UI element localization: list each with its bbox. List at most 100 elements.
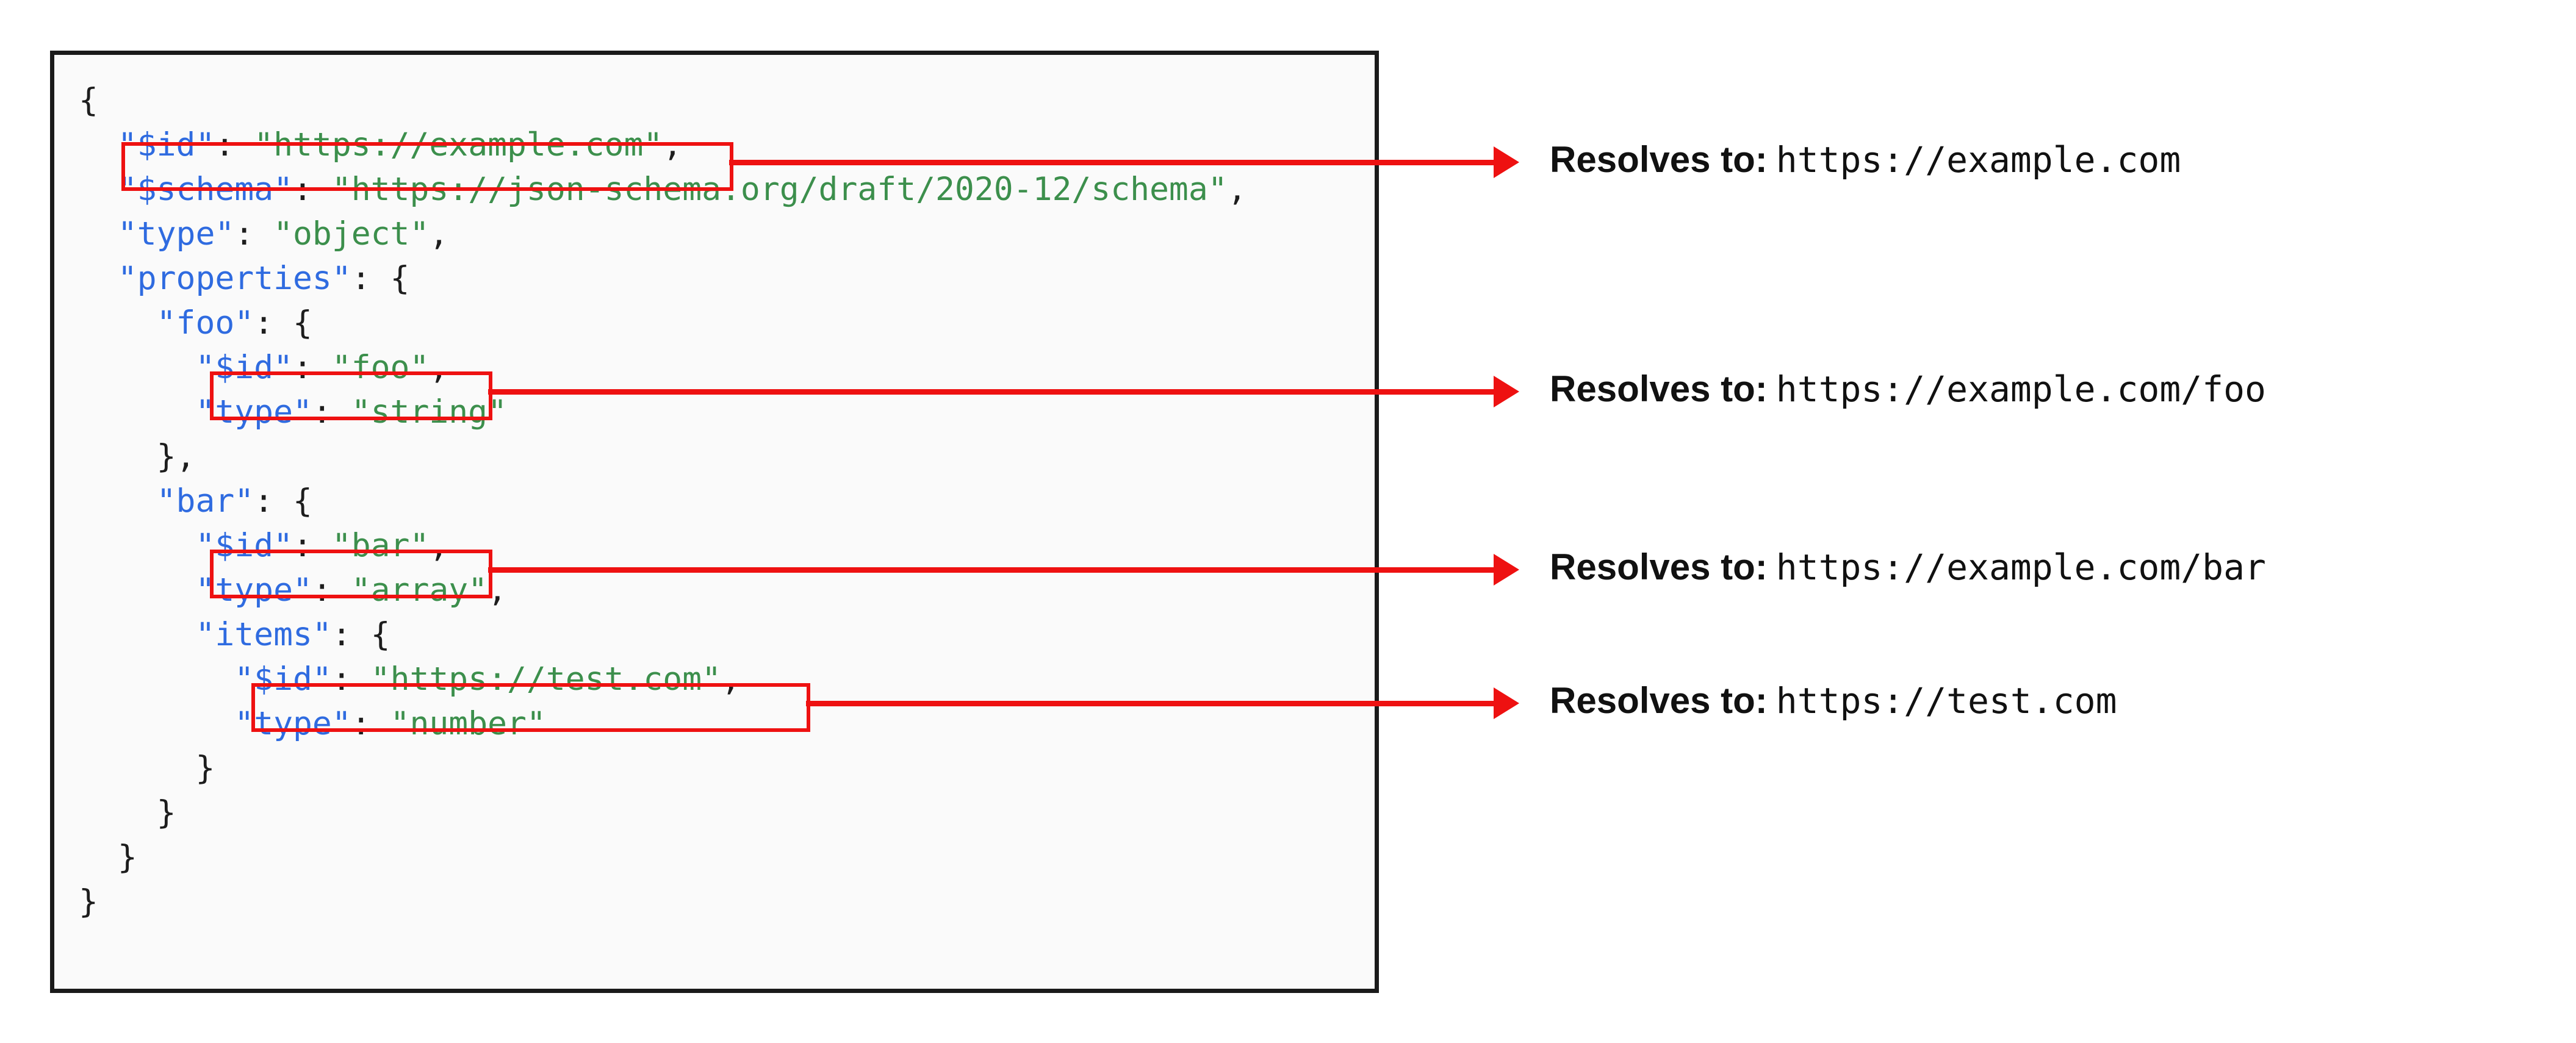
code-token-pun <box>79 171 118 208</box>
code-token-key: "$schema" <box>117 171 293 208</box>
code-token-str: "https://example.com" <box>254 126 663 163</box>
code-token-pun <box>79 126 118 163</box>
code-token-pun: : <box>331 661 371 698</box>
code-token-key: "$id" <box>234 661 332 698</box>
code-line: "type": "number" <box>79 701 1247 746</box>
code-token-pun: } <box>79 794 176 831</box>
code-token-pun: , <box>487 572 508 609</box>
code-token-key: "items" <box>195 616 332 653</box>
resolved-uri-value: https://example.com <box>1775 139 2181 181</box>
code-line: "foo": { <box>79 301 1247 345</box>
code-token-pun: : { <box>254 304 312 342</box>
code-token-pun: }, <box>79 438 196 475</box>
code-token-str: "https://test.com" <box>370 661 722 698</box>
code-token-pun: , <box>721 661 741 698</box>
code-line: } <box>79 790 1247 835</box>
code-token-pun <box>79 527 195 564</box>
arrow-items-head <box>1494 687 1519 719</box>
code-token-pun: { <box>79 82 98 119</box>
code-token-pun: : <box>312 572 351 609</box>
code-line: "type": "string" <box>79 390 1247 434</box>
arrow-root-head <box>1494 146 1519 178</box>
code-line: "$id": "bar", <box>79 523 1247 568</box>
code-token-key: "foo" <box>156 304 254 342</box>
code-line: } <box>79 746 1247 790</box>
code-token-key: "$id" <box>195 349 293 386</box>
code-token-pun: : <box>312 393 351 431</box>
code-token-key: "type" <box>195 393 312 431</box>
code-line: "bar": { <box>79 479 1247 523</box>
code-token-pun <box>79 482 157 520</box>
arrow-foo-head <box>1494 376 1519 407</box>
code-token-pun: , <box>1227 171 1247 208</box>
code-token-str: "number" <box>390 705 546 742</box>
code-token-pun: } <box>79 750 215 787</box>
code-token-pun: : { <box>254 482 312 520</box>
code-line: "$id": "https://test.com", <box>79 657 1247 701</box>
code-line: "properties": { <box>79 256 1247 301</box>
code-token-key: "type" <box>195 572 312 609</box>
code-line: { <box>79 78 1247 123</box>
arrow-bar-head <box>1494 554 1519 586</box>
code-line: "items": { <box>79 612 1247 657</box>
code-token-pun: : <box>293 527 332 564</box>
code-token-key: "properties" <box>117 260 351 297</box>
code-token-pun: } <box>79 839 137 876</box>
code-token-pun: : { <box>351 260 410 297</box>
code-token-pun <box>79 572 195 609</box>
annotation-items: Resolves to:https://test.com <box>1550 683 2117 719</box>
code-token-str: "foo" <box>331 349 430 386</box>
json-schema-code-panel: { "$id": "https://example.com", "$schema… <box>50 51 1379 993</box>
arrow-foo-line <box>488 389 1494 395</box>
code-token-pun <box>79 393 195 431</box>
code-token-pun: : <box>234 215 274 253</box>
code-token-pun: : <box>215 126 254 163</box>
code-line: "$schema": "https://json-schema.org/draf… <box>79 167 1247 212</box>
code-token-pun <box>79 215 118 253</box>
annotation-bar: Resolves to:https://example.com/bar <box>1550 549 2266 586</box>
code-token-str: "object" <box>273 215 430 253</box>
code-line: "$id": "foo", <box>79 345 1247 390</box>
arrow-items-line <box>806 701 1494 706</box>
code-line: } <box>79 880 1247 924</box>
resolved-uri-value: https://example.com/bar <box>1775 547 2266 588</box>
annotation-foo: Resolves to:https://example.com/foo <box>1550 371 2266 407</box>
code-listing: { "$id": "https://example.com", "$schema… <box>79 78 1247 924</box>
code-token-pun <box>79 661 234 698</box>
code-token-pun: : { <box>331 616 390 653</box>
code-token-key: "bar" <box>156 482 254 520</box>
code-token-str: "https://json-schema.org/draft/2020-12/s… <box>331 171 1228 208</box>
arrow-root-line <box>729 160 1494 165</box>
code-token-str: "string" <box>351 393 508 431</box>
arrow-bar-line <box>488 567 1494 573</box>
code-token-str: "bar" <box>331 527 430 564</box>
code-token-pun: , <box>429 527 449 564</box>
resolved-uri-value: https://example.com/foo <box>1775 368 2266 410</box>
code-token-pun: , <box>663 126 683 163</box>
code-line: } <box>79 835 1247 880</box>
code-token-pun: , <box>429 349 449 386</box>
code-token-pun <box>79 260 118 297</box>
code-line: "type": "object", <box>79 212 1247 256</box>
code-token-key: "$id" <box>195 527 293 564</box>
annotation-root: Resolves to:https://example.com <box>1550 142 2181 178</box>
code-token-pun <box>79 349 195 386</box>
code-token-pun: , <box>429 215 449 253</box>
code-token-str: "array" <box>351 572 488 609</box>
code-token-key: "type" <box>234 705 351 742</box>
code-token-pun <box>79 304 157 342</box>
resolved-uri-value: https://test.com <box>1775 680 2117 722</box>
code-line: "type": "array", <box>79 568 1247 612</box>
resolves-to-label: Resolves to: <box>1550 368 1768 409</box>
code-token-pun <box>79 705 234 742</box>
code-line: }, <box>79 434 1247 479</box>
code-token-key: "$id" <box>117 126 215 163</box>
code-token-pun: : <box>351 705 390 742</box>
code-token-pun: : <box>293 349 332 386</box>
resolves-to-label: Resolves to: <box>1550 139 1768 180</box>
code-token-pun <box>79 616 195 653</box>
resolves-to-label: Resolves to: <box>1550 547 1768 587</box>
code-token-key: "type" <box>117 215 235 253</box>
code-token-pun: } <box>79 883 98 920</box>
code-token-pun: : <box>293 171 332 208</box>
